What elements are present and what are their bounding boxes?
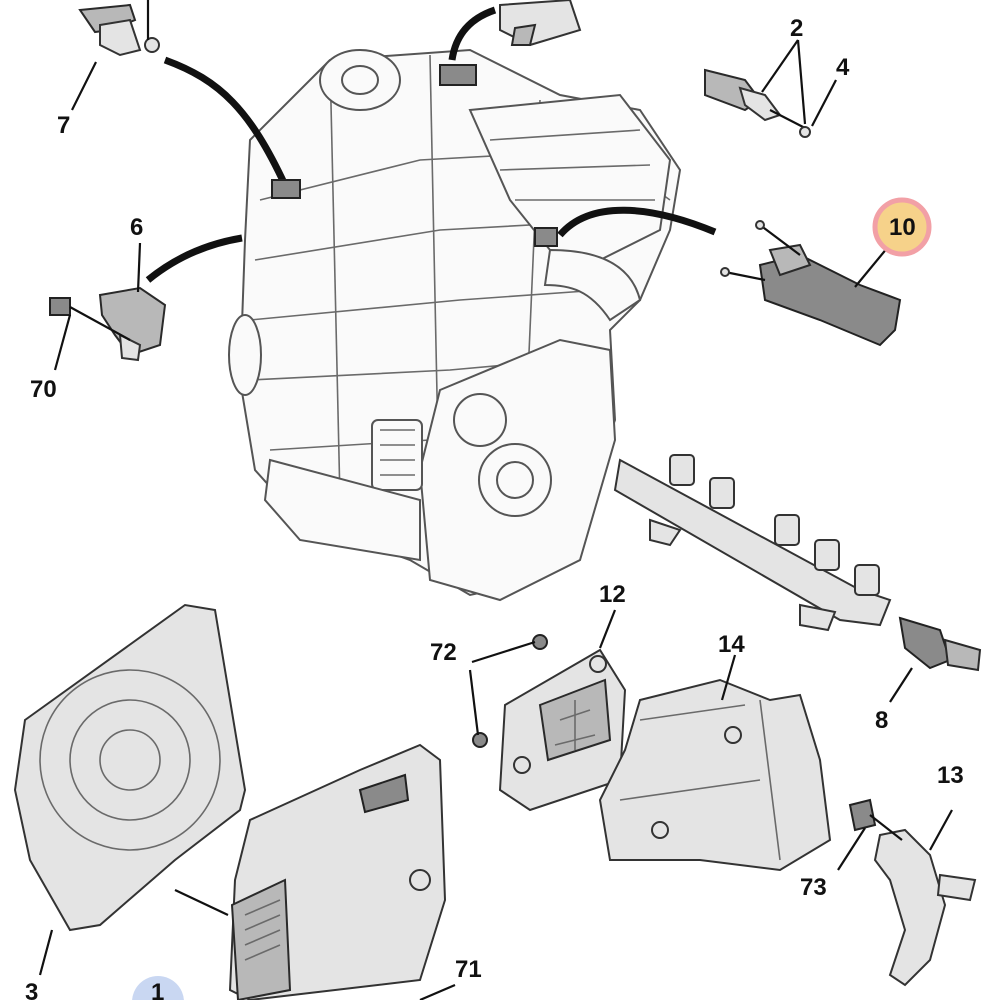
part-7-camshaft-sensor[interactable] xyxy=(78,0,301,199)
callout-label-1: 1 xyxy=(151,979,164,1000)
callout-73[interactable]: 73 xyxy=(800,874,827,901)
callout-label-6: 6 xyxy=(130,214,143,241)
callout-72[interactable]: 72 xyxy=(430,639,457,666)
callout-10-highlighted[interactable]: 10 xyxy=(872,197,932,257)
part-1-ecu[interactable] xyxy=(174,743,456,1000)
callout-13[interactable]: 13 xyxy=(937,762,964,789)
part-73-screw[interactable] xyxy=(837,798,903,871)
callout-71[interactable]: 71 xyxy=(455,956,482,983)
engine-assembly xyxy=(228,48,682,602)
part-10-air-flow-sensor[interactable] xyxy=(534,206,902,347)
part-3-ecu-shield[interactable] xyxy=(13,603,247,976)
callout-label-13: 13 xyxy=(937,762,964,789)
part-8-fuel-pressure-sensor[interactable] xyxy=(889,616,982,703)
part-13-bracket[interactable] xyxy=(873,809,977,987)
callout-label-70: 70 xyxy=(30,376,57,403)
callout-4[interactable]: 4 xyxy=(836,54,850,81)
callout-3[interactable]: 3 xyxy=(25,979,38,1000)
part-throttle-sensor[interactable] xyxy=(439,0,582,86)
callout-1[interactable]: 1 xyxy=(132,976,184,1000)
callout-8[interactable]: 8 xyxy=(875,707,888,734)
callout-label-4: 4 xyxy=(836,54,850,81)
part-6-crank-sensor[interactable] xyxy=(49,234,243,371)
callout-label-72: 72 xyxy=(430,639,457,666)
callout-70[interactable]: 70 xyxy=(30,376,57,403)
callout-label-8: 8 xyxy=(875,707,888,734)
callout-label-71: 71 xyxy=(455,956,482,983)
callout-label-3: 3 xyxy=(25,979,38,1000)
callout-label-12: 12 xyxy=(599,581,626,608)
callout-6[interactable]: 6 xyxy=(130,214,143,241)
callout-2[interactable]: 2 xyxy=(790,15,803,42)
part-12-module[interactable] xyxy=(468,609,627,812)
callout-14[interactable]: 14 xyxy=(718,631,745,658)
callout-12[interactable]: 12 xyxy=(599,581,626,608)
callout-label-73: 73 xyxy=(800,874,827,901)
part-14-cover[interactable] xyxy=(598,654,832,872)
callout-label-10: 10 xyxy=(889,214,916,241)
callout-7[interactable]: 7 xyxy=(57,61,97,139)
callout-label-7: 7 xyxy=(57,112,70,139)
part-fuel-rail[interactable] xyxy=(613,454,892,632)
part-2-temperature-sensor[interactable] xyxy=(704,39,837,138)
callout-label-2: 2 xyxy=(790,15,803,42)
callout-label-14: 14 xyxy=(718,631,745,658)
